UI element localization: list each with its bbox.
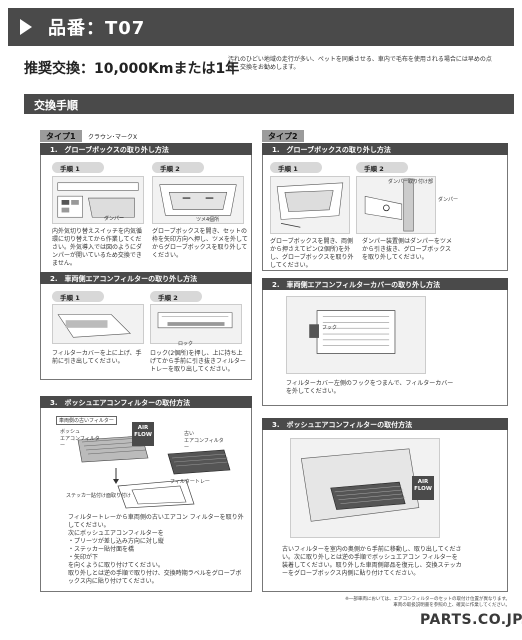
recommendation-note: 汚れのひどい地域の走行が多い、ペットを同乗させる、車内で毛布を使用される場合には… [228, 56, 492, 71]
type1-filter-illustration [52, 414, 240, 512]
type1-tray-tag: フィルタートレー [170, 479, 210, 485]
type2-step1-text2: ダンパー装置側はダンパーをツメから引き抜き、グローブボックスを取り外してください… [362, 238, 453, 261]
type2-label: タイプ2 [262, 130, 304, 142]
type2-damper-tag: ダンパー [438, 197, 459, 203]
type1-cover-illustration [52, 304, 144, 344]
type2-step1-title: 1. グローブボックスの取り外し方法 [262, 143, 508, 155]
type1-step2-sub1: 手順 1 [52, 291, 104, 302]
type2-step3-title: 3. ボッシュエアコンフィルターの取付方法 [262, 418, 508, 430]
type1-step1-sub1: 手順 1 [52, 162, 104, 173]
type2-step1-sub1: 手順 1 [270, 162, 322, 173]
title-banner: 品番：T07 [8, 8, 514, 46]
type1-old2-tag: 古い エアコンフィルター [184, 431, 224, 451]
type1-step1-text2: グローブボックスを開き、セットの枠を矢印方向へ押し、ツメを外してからグローブボッ… [152, 228, 248, 259]
play-triangle-icon [20, 19, 32, 35]
type1-step1-text1: 内外気切り替えスイッチを内気循環に切り替えてから作業してください。外気導入では図… [52, 228, 143, 267]
type1-old-filter-tag: 車両側の古いフィルター [56, 416, 117, 425]
type1-airflow-label: AIR FLOW [132, 422, 154, 446]
type1-bosch-tag: ボッシュ エアコンフィルター [60, 429, 100, 449]
recommendation: 推奨交換：10,000Kmまたは1年 [24, 61, 240, 77]
type1-step3-title: 3. ボッシュエアコンフィルターの取付方法 [40, 396, 252, 408]
type1-step3-text: フィルタートレーから車両側の古いエアコン フィルターを取り外してください。 次に… [68, 514, 244, 585]
type2-cover-illustration [286, 296, 426, 374]
type2-hook-tag: フック [322, 325, 338, 331]
type1-sticker-tag: ステッカー貼付け面取り付け [66, 493, 132, 499]
type1-damper-tag: ダンパー [104, 216, 125, 222]
type2-step3-text: 古いフィルターを室内の奥側から手前に移動し、取り出してください。次に取り外しとは… [282, 546, 462, 577]
type1-step2-text1: フィルターカバーを上に上げ、手前に引き出してください。 [52, 350, 142, 365]
section-heading: 交換手順 [24, 94, 514, 114]
type1-lock-tag: ロック [178, 341, 194, 347]
type1-tray-illustration [150, 304, 242, 344]
type2-step2-text: フィルターカバー左側のフックをつまんで、フィルターカバーを外してください。 [286, 380, 454, 395]
type1-step1-sub2: 手順 2 [152, 162, 204, 173]
type1-tsume-tag: ツメ4個所 [196, 217, 220, 223]
type2-damper-illustration [356, 176, 436, 234]
type1-step1-title: 1. グローブボックスの取り外し方法 [40, 143, 252, 155]
type1-switch-illustration [52, 176, 144, 224]
type1-models: クラウン･マークX [88, 134, 138, 141]
type1-step2-sub2: 手順 2 [150, 291, 202, 302]
type2-step1-text1: グローブボックスを開き、両側から押さえてピン(2個所)を外し、グローブボックスを… [270, 238, 354, 269]
type1-glovebox-illustration [152, 176, 244, 224]
footnote: ※一部車両においては、エアコンフィルターのセットの取付け位置が異なります。 車両… [345, 597, 510, 608]
type2-airflow-label: AIR FLOW [412, 476, 434, 500]
page-title: 品番：T07 [48, 18, 146, 39]
site-logo: PARTS.CO.JP. [420, 612, 522, 628]
type1-label: タイプ1 [40, 130, 82, 142]
type1-step2-title: 2. 車両側エアコンフィルターの取り外し方法 [40, 272, 252, 284]
type2-step2-title: 2. 車両側エアコンフィルターカバーの取り外し方法 [262, 278, 508, 290]
type1-step2-text2: ロック(2個所)を押し、上に持ち上げてから手前に引き抜きフィルタートレーを取り出… [150, 350, 246, 373]
type2-damper-mount-tag: ダンパー取り付け部 [388, 179, 434, 185]
type2-step1-sub2: 手順 2 [356, 162, 408, 173]
type2-glovebox-illustration [270, 176, 350, 234]
